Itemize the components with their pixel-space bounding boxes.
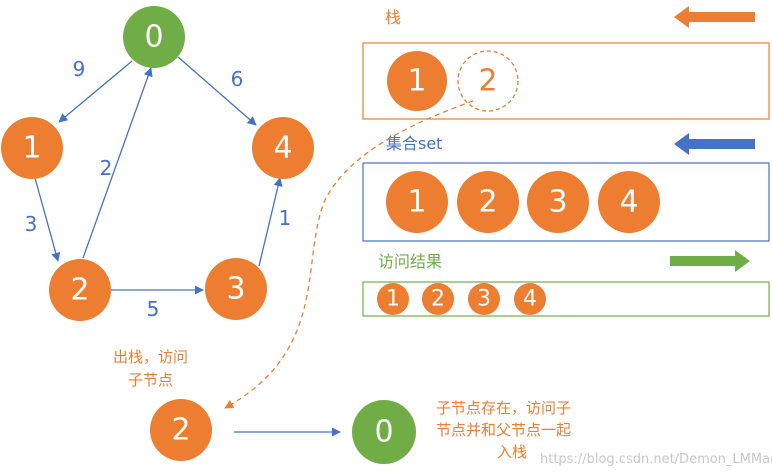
stack-item-label: 1 (407, 64, 426, 99)
set-item-label: 3 (548, 185, 567, 220)
pop-note-line1: 出栈，访问 (113, 348, 188, 366)
set-item-label: 2 (478, 185, 497, 220)
set-panel: 集合set 1 2 3 4 (362, 133, 770, 242)
edge-weight-2-0: 2 (100, 156, 113, 180)
edge-0-1 (58, 60, 133, 123)
set-item-label: 4 (619, 185, 638, 220)
child-note-line1: 子节点存在，访问子 (436, 399, 571, 417)
graph-node-4: 4 (252, 117, 314, 179)
edge-weight-3-4: 1 (279, 206, 292, 230)
graph: 9 6 3 2 5 1 0 1 2 3 (1, 6, 314, 321)
set-title: 集合set (386, 134, 442, 153)
bottom-section: 出栈，访问 子节点 2 0 子节点存在，访问子 节点并和父节点一起 入栈 (113, 348, 571, 464)
stack-item: 1 (387, 51, 447, 111)
set-item: 1 (386, 171, 448, 233)
result-item-circle (422, 283, 454, 315)
result-item-label: 4 (523, 287, 537, 312)
result-box (362, 281, 770, 317)
set-item-circle (598, 171, 660, 233)
result-item: 4 (514, 283, 546, 315)
result-item-circle (468, 283, 500, 315)
child-node-label: 0 (374, 415, 393, 450)
current-node-circle (150, 399, 212, 461)
node-circle (49, 259, 111, 321)
current-node: 2 (150, 399, 212, 461)
stack-item-circle (387, 51, 447, 111)
watermark: https://blog.csdn.net/Demon_LMMan (540, 452, 772, 467)
pop-note-line2: 子节点 (128, 371, 173, 389)
set-item-circle (386, 171, 448, 233)
set-item-label: 1 (407, 185, 426, 220)
set-box (362, 162, 770, 242)
edge-1-2 (34, 177, 61, 262)
node-circle (252, 117, 314, 179)
edge-2-0 (82, 67, 153, 259)
stack-popped-circle (457, 50, 519, 112)
graph-edges (34, 56, 283, 295)
set-item: 4 (598, 171, 660, 233)
result-item: 3 (468, 283, 500, 315)
edge-weight-1-2: 3 (25, 212, 38, 236)
pop-connector (224, 100, 474, 409)
node-circle (205, 258, 267, 320)
child-note-line2: 节点并和父节点一起 (436, 421, 571, 439)
node-label: 0 (144, 20, 163, 55)
graph-node-3: 3 (205, 258, 267, 320)
graph-nodes: 0 1 2 3 4 (1, 6, 314, 321)
graph-node-2: 2 (49, 259, 111, 321)
node-label: 4 (273, 131, 292, 166)
result-item: 1 (377, 283, 409, 315)
graph-node-0: 0 (123, 6, 185, 68)
set-item-circle (527, 171, 589, 233)
result-item-label: 2 (431, 287, 445, 312)
graph-node-1: 1 (1, 117, 63, 179)
set-item: 2 (457, 171, 519, 233)
edge-weight-2-3: 5 (147, 297, 160, 321)
edge-weights: 9 6 3 2 5 1 (25, 57, 292, 321)
node-circle (123, 6, 185, 68)
node-label: 3 (226, 272, 245, 307)
edge-0-4 (177, 56, 257, 126)
set-item-circle (457, 171, 519, 233)
stack-popped-item: 2 (457, 50, 519, 112)
result-item-label: 3 (477, 287, 491, 312)
result-item-circle (514, 283, 546, 315)
child-node-circle (352, 400, 416, 464)
set-item: 3 (527, 171, 589, 233)
result-title: 访问结果 (378, 252, 442, 271)
result-item-circle (377, 283, 409, 315)
stack-box (362, 42, 770, 120)
node-label: 1 (22, 131, 41, 166)
result-item: 2 (422, 283, 454, 315)
edge-3-4 (258, 177, 283, 267)
stack-direction-arrow-icon (674, 6, 755, 28)
set-direction-arrow-icon (674, 133, 755, 155)
result-direction-arrow-icon (670, 250, 750, 272)
result-item-label: 1 (386, 287, 400, 312)
current-node-label: 2 (171, 413, 190, 448)
node-label: 2 (70, 273, 89, 308)
result-panel: 访问结果 1 2 3 4 (362, 250, 770, 317)
stack-title: 栈 (385, 8, 401, 27)
child-node: 0 (352, 400, 416, 464)
edge-weight-0-4: 6 (231, 67, 244, 91)
child-note-line3: 入栈 (497, 443, 527, 461)
edge-weight-0-1: 9 (73, 57, 86, 81)
stack-panel: 栈 1 2 (362, 6, 770, 120)
node-circle (1, 117, 63, 179)
stack-popped-label: 2 (478, 64, 497, 99)
